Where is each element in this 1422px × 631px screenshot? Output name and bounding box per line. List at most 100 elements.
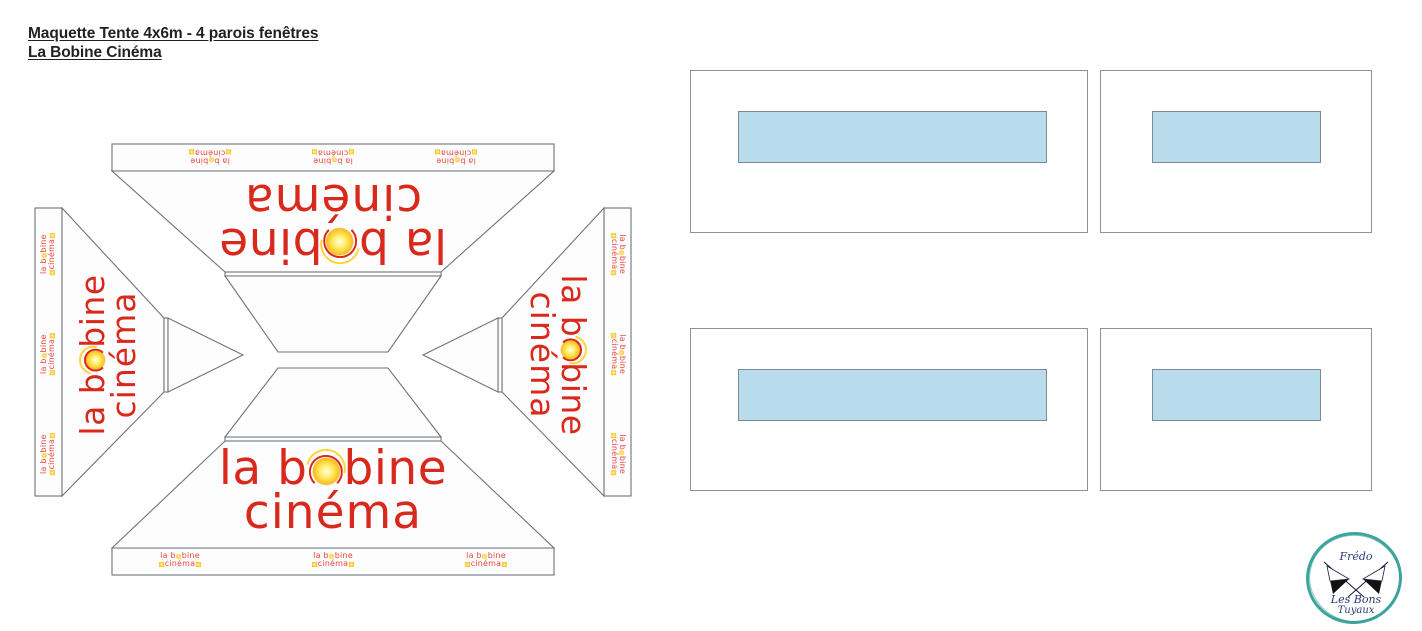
sun-icon [312,216,369,272]
sun-square-icon [50,469,55,475]
window-2[interactable] [1152,111,1321,163]
sun-square-icon [50,233,55,239]
window-1[interactable] [738,111,1047,163]
gore-right [421,317,499,393]
window-3[interactable] [738,369,1047,421]
valance-logo-line-1: la bbine [313,156,353,166]
logo-top-line-bottom: cinéma [243,173,423,228]
seam-top [224,271,442,277]
valance-right-shape [603,207,632,497]
valance-logo-line-2: cinéma [170,148,250,157]
valance-logo-line-2: cinéma [293,559,373,568]
valance-logo-left-3: la bbine cinéma [39,414,56,494]
sun-icon [552,329,593,370]
title-line-2: La Bobine Cinéma [28,44,162,61]
stamp-bottom-text-1: Les Bons [1330,593,1382,606]
sun-square-icon [611,369,616,375]
sun-square-icon [50,333,55,339]
window-4[interactable] [1152,369,1321,421]
logo-bottom-line-top: la b bine [218,440,448,497]
valance-logo-left-2: la bbine cinéma [39,314,56,394]
sun-square-icon [159,562,165,568]
logo-roof-left: la b bine cinéma [73,274,143,435]
sun-square-icon [465,562,471,568]
logo-right-line-top: la b bine [552,274,594,436]
valance-left-shape [34,207,63,497]
gore-top [223,275,443,353]
valance-logo-line-2: cinéma [47,414,56,494]
wall-panel-3[interactable] [690,328,1088,491]
seam-left [163,317,169,393]
stamp-top-text: Frédo [1339,550,1373,563]
sun-dot-icon [619,450,625,456]
sun-dot-icon [176,554,182,559]
valance-logo-line-2: cinéma [293,148,373,157]
logo-right-line-bottom: cinéma [523,291,562,419]
sun-square-icon [189,149,195,155]
valance-logo-line-2: cinéma [446,559,526,568]
logo-top-line-top: la b bine [218,216,448,273]
valance-logo-line-1: la bbine [618,234,628,274]
sun-dot-icon [454,157,460,163]
crossed-flags-icon [1323,561,1389,598]
wall-panel-4[interactable] [1100,328,1372,491]
valance-logo-line-1: la bbine [618,334,628,374]
sun-square-icon [50,369,55,375]
gore-left [167,317,245,393]
valance-logo-top-1: la bbine cinéma [170,148,250,166]
sun-dot-icon [208,157,214,163]
sun-square-icon [611,433,616,439]
valance-logo-line-2: cinéma [140,559,220,568]
valance-logo-line-2: cinéma [47,314,56,394]
sun-dot-icon [619,350,625,356]
valance-logo-right-3: la bbine cinéma [610,414,627,494]
gore-bottom [223,367,443,438]
tent-unfolded-pattern [0,0,680,620]
valance-logo-top-2: la bbine cinéma [293,148,373,166]
sun-icon [73,340,114,381]
sun-square-icon [471,149,477,155]
sun-square-icon [195,562,201,568]
sun-dot-icon [619,250,625,256]
valance-logo-line-1: la bbine [436,156,476,166]
title-line-1: Maquette Tente 4x6m - 4 parois fenêtres [28,25,319,42]
sun-square-icon [611,333,616,339]
wall-panel-2[interactable] [1100,70,1372,233]
valance-logo-line-2: cinéma [47,214,56,294]
seam-right [497,317,503,393]
valance-logo-line-2: cinéma [610,414,619,494]
sun-dot-icon [329,554,335,559]
sun-square-icon [501,562,507,568]
sun-square-icon [348,149,354,155]
valance-logo-line-2: cinéma [416,148,496,157]
logo-roof-top: la b bine cinéma [218,173,448,273]
sun-square-icon [435,149,441,155]
logo-roof-right: la b bine cinéma [523,274,594,436]
valance-logo-right-2: la bbine cinéma [610,314,628,394]
sun-square-icon [312,562,318,568]
brand-stamp: Frédo Les Bons Tuyaux [1300,526,1412,631]
logo-left-line-bottom: cinéma [104,291,143,419]
sun-icon [297,441,354,497]
sun-square-icon [312,149,318,155]
logo-roof-bottom: la b bine cinéma [218,440,448,536]
wall-panel-1[interactable] [690,70,1088,233]
valance-logo-line-1: la bbine [190,156,230,166]
valance-logo-line-2: cinéma [610,314,619,394]
sun-dot-icon [331,157,337,163]
page-title: Maquette Tente 4x6m - 4 parois fenêtres … [28,24,319,62]
sun-square-icon [50,433,55,439]
sun-square-icon [348,562,354,568]
stamp-bottom-text-2: Tuyaux [1337,605,1375,616]
sun-square-icon [611,233,616,239]
sun-square-icon [611,269,616,275]
valance-logo-left-1: la bbine cinéma [39,214,56,294]
sun-square-icon [50,269,55,275]
